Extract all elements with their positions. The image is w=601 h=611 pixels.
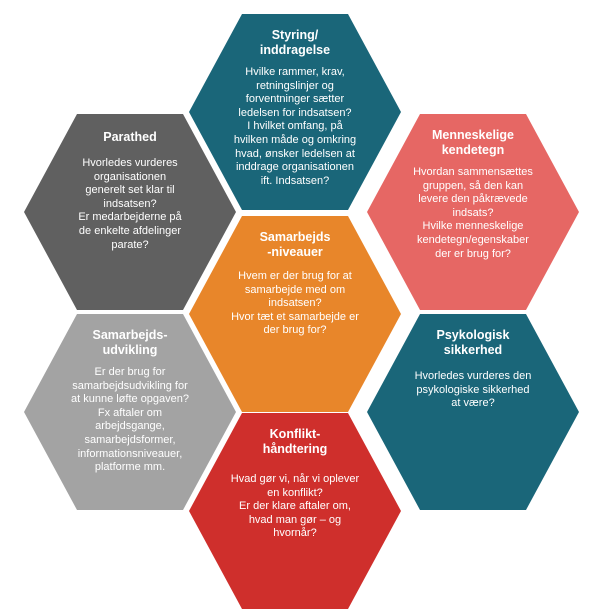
hexagon-samarbejdsniveauer: Samarbejds -niveauer Hvem er der brug fo… (189, 216, 401, 412)
hexagon-parathed: Parathed Hvorledes vurderes organisation… (24, 114, 236, 310)
hexagon-title: Psykologisk sikkerhed (436, 328, 510, 357)
hexagon-samarbejdsudvikling: Samarbejds- udvikling Er der brug for sa… (24, 314, 236, 510)
hexagon-title: Parathed (103, 130, 157, 144)
hexagon-body: Hvad gør vi, når vi oplever en konflikt?… (230, 473, 360, 540)
hexagon-body: Er der brug for samarbejdsudvikling for … (70, 366, 190, 474)
hexagon-menneskelige-kendetegn: Menneskelige kendetegn Hvordan sammensæt… (367, 114, 579, 310)
hexagon-body: Hvorledes vurderes den psykologiske sikk… (414, 370, 532, 410)
hexagon-title: Menneskelige kendetegn (432, 128, 514, 157)
hexagon-psykologisk-sikkerhed: Psykologisk sikkerhed Hvorledes vurderes… (367, 314, 579, 510)
hexagon-body: Hvordan sammensættes gruppen, så den kan… (413, 166, 533, 260)
hexagon-title: Samarbejds -niveauer (259, 230, 331, 259)
hexagon-body: Hvem er der brug for at samarbejde med o… (231, 270, 359, 337)
hexagon-styring-inddragelse: Styring/ inddragelse Hvilke rammer, krav… (189, 14, 401, 210)
hexagon-title: Konflikt- håndtering (262, 427, 328, 456)
hexagon-body: Hvorledes vurderes organisationen genere… (78, 157, 182, 251)
hexagon-body: Hvilke rammer, krav, retningslinjer og f… (233, 66, 357, 187)
hexagon-konflikthaandtering: Konflikt- håndtering Hvad gør vi, når vi… (189, 413, 401, 609)
hexagon-title: Styring/ inddragelse (259, 28, 331, 57)
hexagon-title: Samarbejds- udvikling (92, 328, 168, 357)
